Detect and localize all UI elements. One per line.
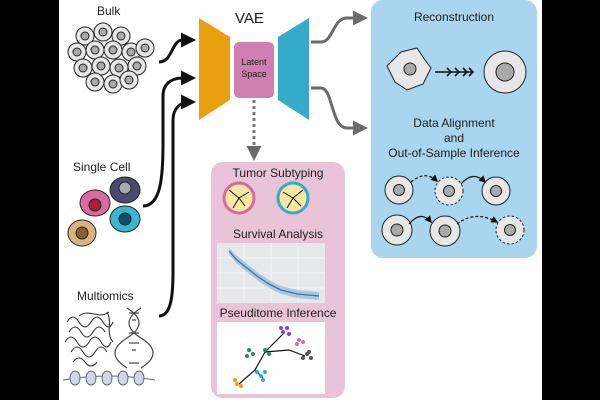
bulk-label: Bulk	[97, 4, 121, 18]
chromatin-icon	[62, 370, 156, 386]
reconstruction-label: Reconstruction	[413, 10, 495, 24]
latent-space-label-line2: Space	[241, 69, 267, 79]
encoder-shape	[199, 18, 230, 120]
single-cell-label: Single Cell	[73, 160, 131, 174]
tumor-subtyping-label: Tumor Subtyping	[232, 166, 324, 180]
latent-space-box	[234, 42, 274, 98]
dna-helix-icon	[114, 307, 154, 369]
figure-canvas: Bulk Single Cell Multiomics VAE Latent S…	[59, 0, 542, 400]
tumor-subtype-2-icon	[276, 181, 310, 215]
tumor-subtype-1-icon	[222, 181, 256, 215]
diagram-graphics	[62, 0, 537, 398]
reconstruction-arrow	[311, 10, 368, 44]
decoder-shape	[278, 18, 309, 120]
single-cells-icon	[67, 176, 141, 247]
multiomics-label: Multiomics	[77, 289, 134, 303]
pseudotime-inference-label: Pseuditome Inference	[219, 306, 337, 320]
alignment-label-line1: Data Alignment	[413, 116, 495, 130]
vae-title: VAE	[235, 10, 264, 27]
pseudotime-plot	[217, 322, 325, 394]
bulk-cells-icon	[67, 22, 155, 94]
bulk-arrow	[158, 32, 196, 64]
single-cell-arrow	[142, 70, 196, 208]
reconstruction-chevrons-icon	[435, 67, 475, 77]
protein-structure-icon	[64, 311, 114, 367]
multiomics-arrow	[158, 94, 196, 318]
alignment-label-line3: Out-of-Sample Inference	[388, 146, 520, 160]
latent-space-label-line1: Latent	[241, 57, 267, 67]
survival-curve	[228, 250, 320, 297]
alignment-label-line2: and	[443, 131, 465, 145]
pseudotime-clusters	[233, 326, 313, 388]
aligned-cells-icon	[381, 175, 525, 247]
survival-analysis-label: Survival Analysis	[232, 227, 324, 241]
alignment-arrow	[311, 86, 368, 136]
